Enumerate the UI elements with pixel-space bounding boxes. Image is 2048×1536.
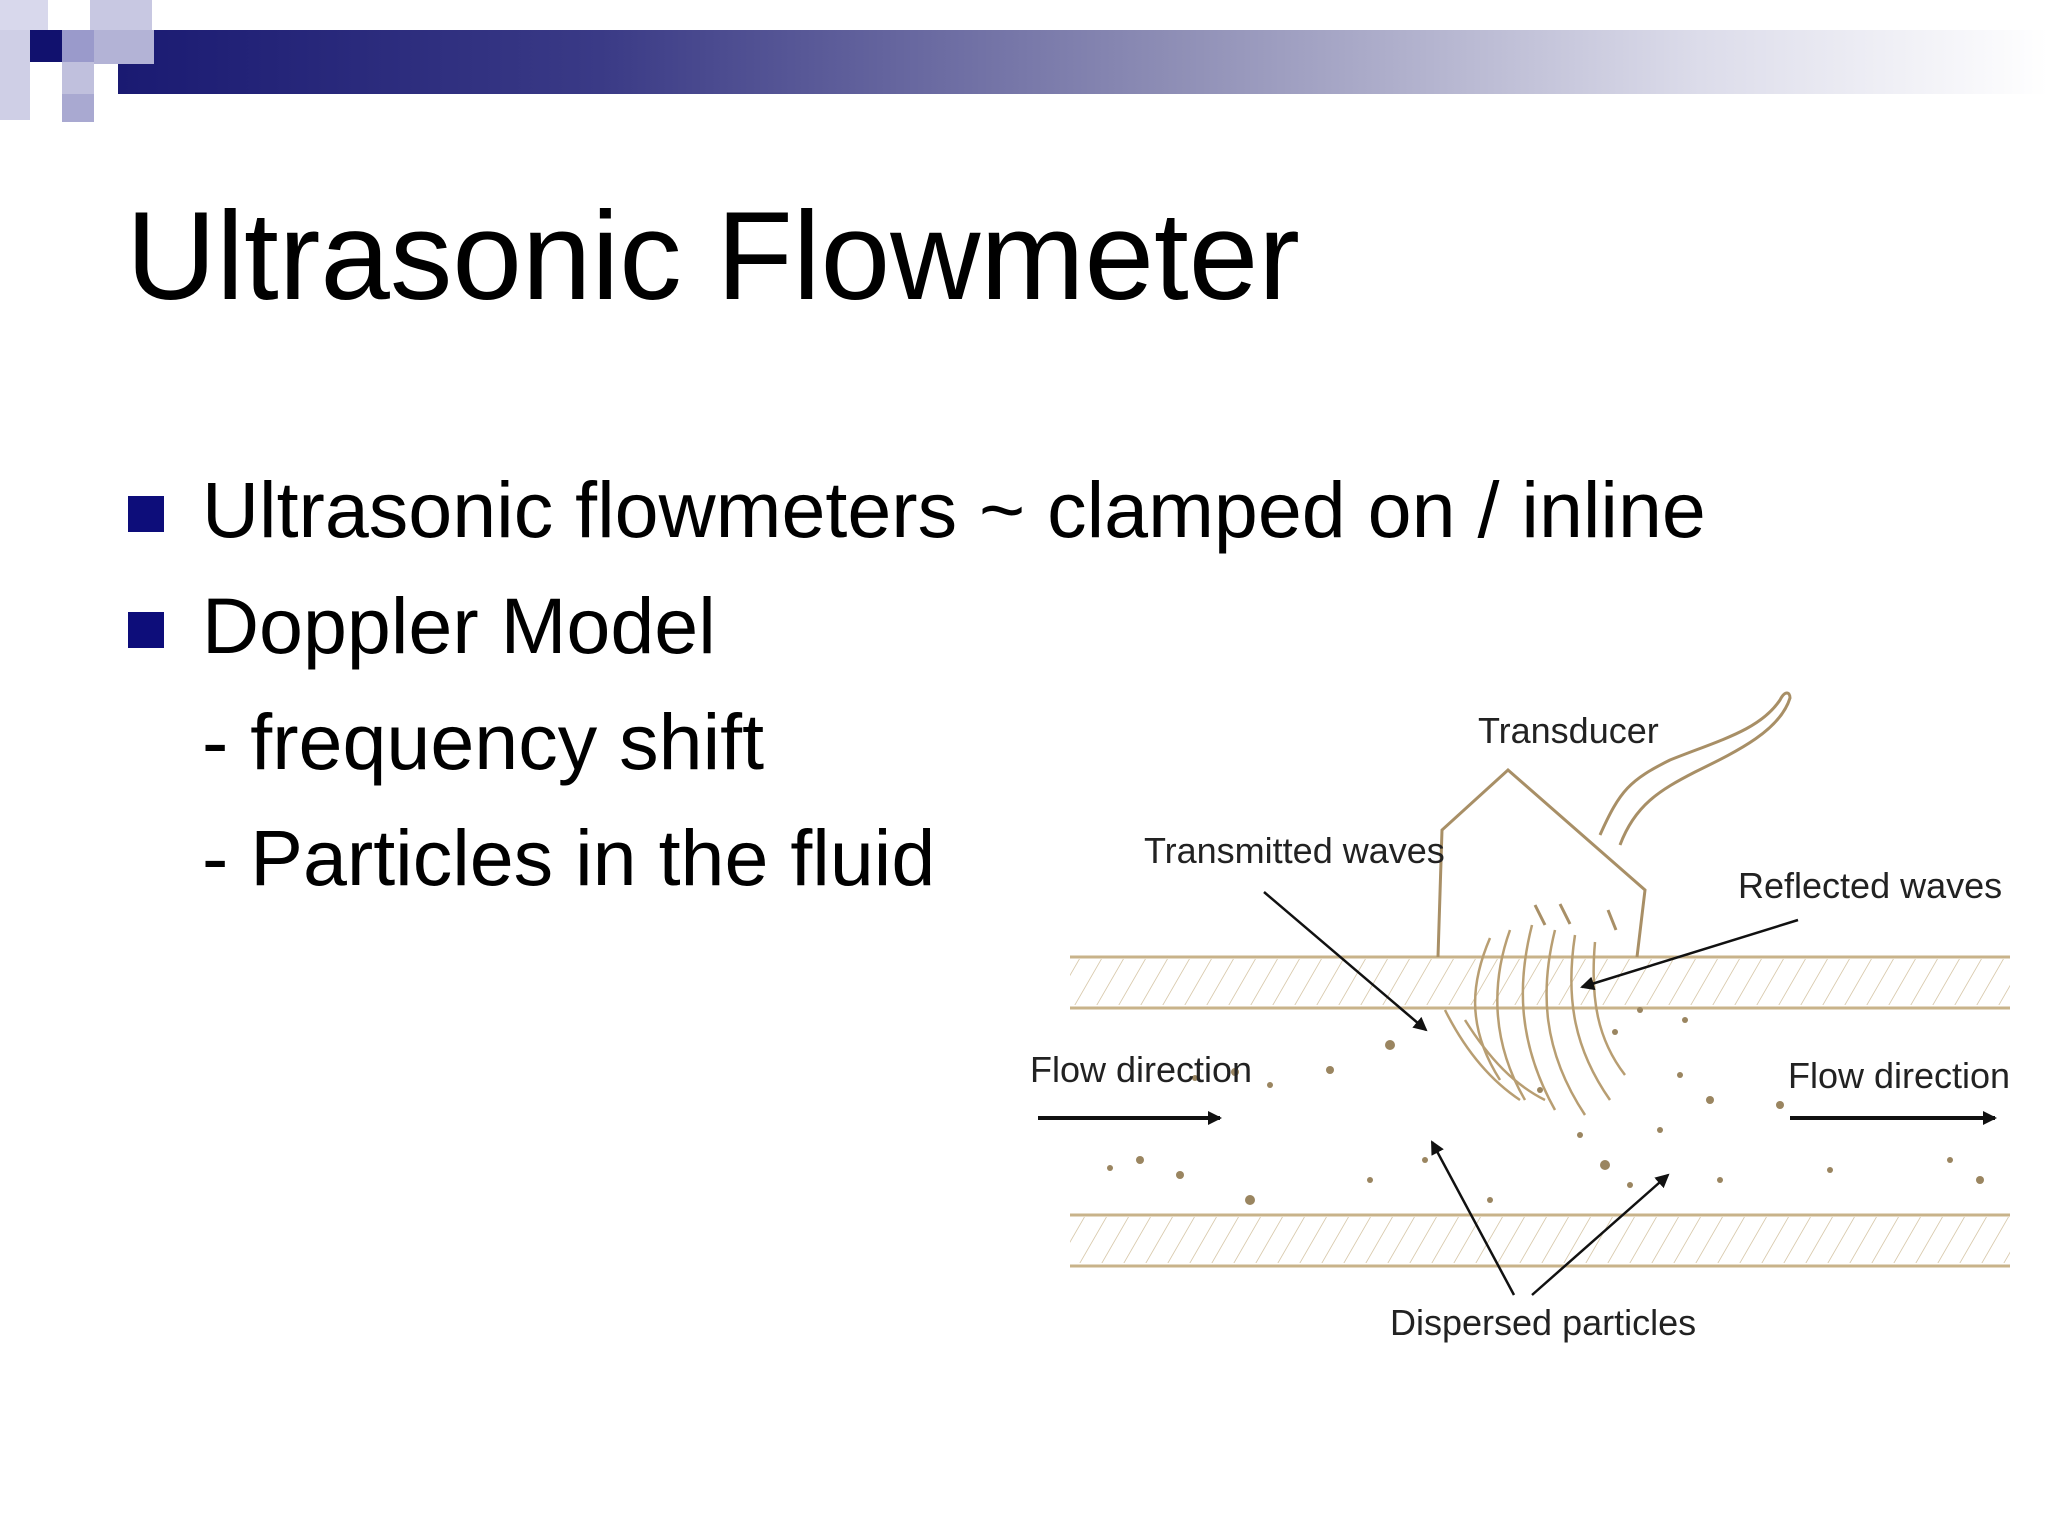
transducer-label: Transducer [1478, 710, 1659, 751]
header-logo-square [62, 62, 94, 94]
dispersed-particles [1107, 1007, 1984, 1205]
bullet-text: Doppler Model [202, 581, 716, 670]
header-logo-square [62, 30, 94, 62]
header-gradient-bar [118, 30, 2048, 94]
slide-title: Ultrasonic Flowmeter [126, 187, 1300, 326]
flow-direction-right-label: Flow direction [1788, 1055, 2010, 1096]
doppler-flowmeter-diagram: Transducer Transmitted waves Reflected w… [1030, 691, 2010, 1343]
sub-bullet-text: - frequency shift [202, 697, 765, 786]
pipe-bottom-wall [1070, 1213, 2010, 1268]
header-logo-square [94, 30, 154, 64]
transducer-icon [1436, 691, 1792, 958]
reflected-waves-label: Reflected waves [1738, 865, 2002, 906]
ultrasonic-waves [1443, 924, 1626, 1116]
header-logo-square [0, 30, 30, 120]
transmitted-waves-label: Transmitted waves [1144, 830, 1445, 871]
label-pointer-arrows [1263, 891, 1799, 1296]
dispersed-particles-label: Dispersed particles [1390, 1302, 1696, 1343]
square-bullet-icon [128, 612, 164, 648]
header-logo-square [0, 0, 48, 30]
square-bullet-icon [128, 496, 164, 532]
header-logo-square [62, 94, 94, 122]
bullet-text: Ultrasonic flowmeters ~ clamped on / inl… [202, 465, 1706, 554]
flow-direction-left-label: Flow direction [1030, 1049, 1252, 1090]
header-logo-square [90, 0, 152, 30]
pipe-top-wall [1070, 955, 2010, 1010]
header-logo-square [30, 30, 62, 62]
sub-bullet-text: - Particles in the fluid [202, 813, 936, 902]
